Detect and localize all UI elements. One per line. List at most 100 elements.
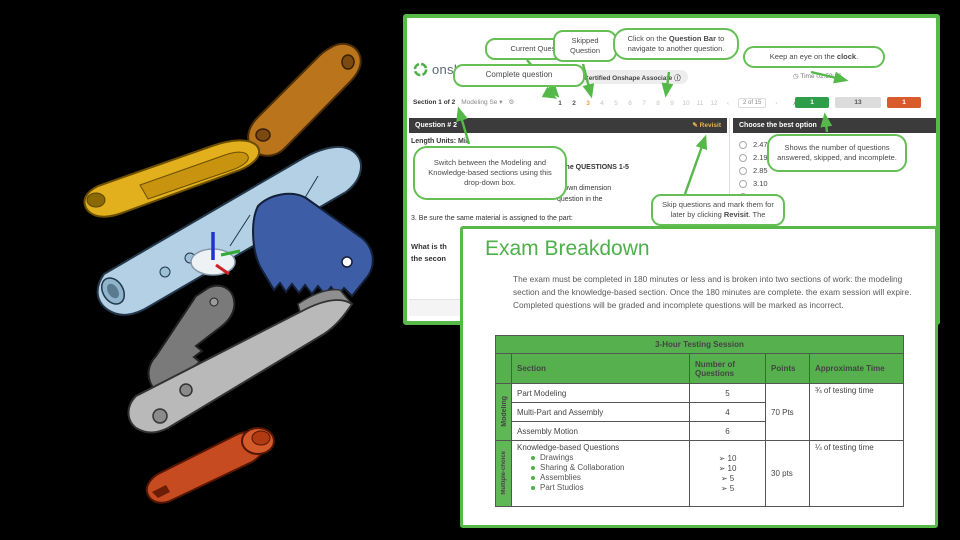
breakdown-title: Exam Breakdown (485, 237, 650, 260)
question-prompt-line-2: the secon (411, 254, 447, 263)
option-row[interactable]: 2.19 (739, 151, 768, 164)
question-number-1[interactable]: 1 (558, 99, 562, 107)
callout-clock: Keep an eye on the clock. (743, 46, 885, 69)
skipped-count-badge[interactable]: 1 (887, 97, 921, 108)
callout-skip-revisit: Skip questions and mark them for later b… (651, 194, 785, 227)
question-number-2[interactable]: 2 (572, 99, 576, 107)
chevron-down-icon: ▾ (499, 99, 503, 106)
question-panel-header: ✎ Revisit Question # 2 (409, 118, 727, 133)
table-row: Modeling Part Modeling 5 70 Pts ¾ of tes… (495, 383, 904, 441)
handle-grip-shell-part (83, 139, 261, 218)
option-row[interactable]: 3.10 (739, 177, 768, 190)
cell-points-modeling: 70 Pts (765, 383, 810, 441)
bullet-item: Sharing & Collaboration (531, 463, 684, 472)
question-number-12[interactable]: 12 (710, 99, 718, 107)
col-header-questions: Number of Questions (689, 353, 766, 384)
question-number-10[interactable]: 10 (682, 99, 690, 107)
exam-screenshot-card: onshape Certified Onshape Associate ⓘ ◷ … (403, 14, 940, 325)
pliers-illustration (83, 42, 374, 504)
radio-icon[interactable] (739, 179, 747, 188)
next-page-button[interactable]: › (775, 99, 778, 107)
cell-questions: 5 (689, 383, 766, 403)
pagination-label: 2 of 15 (738, 98, 767, 108)
cell-points-knowledge: 30 pts (765, 440, 810, 507)
radio-icon[interactable] (739, 140, 747, 149)
question-text-fragment-2: shown dimension (557, 185, 612, 192)
option-row[interactable]: 2.85 (739, 164, 768, 177)
table-row: Multi-Part and Assembly 4 (496, 402, 904, 422)
question-number-9[interactable]: 9 (670, 99, 674, 107)
cell-time-knowledge: ¼ of testing time (809, 440, 904, 507)
callout-section-switch: Switch between the Modeling and Knowledg… (413, 146, 567, 201)
question-number-4[interactable]: 4 (600, 99, 604, 107)
main-handle-part (96, 145, 362, 316)
callout-skipped-question: Skipped Question (553, 30, 617, 63)
bullet-item: Assemblies (531, 473, 684, 482)
question-units-text: Length Units: Mil (411, 138, 468, 145)
question-text-fragment-1: n the QUESTIONS 1-5 (557, 164, 629, 171)
question-number-3-skipped[interactable]: 3 (586, 99, 590, 107)
bullet-icon (531, 475, 535, 480)
table-title: 3-Hour Testing Session (495, 335, 904, 354)
callout-question-counts: Shows the number of questions answered, … (767, 134, 907, 173)
question-number-6[interactable]: 6 (628, 99, 632, 107)
table-row: Multiple-choice Knowledge-based Question… (495, 440, 904, 507)
bullet-item: Part Studios (531, 483, 684, 492)
timer-value: Time 02:59:26 (800, 73, 842, 80)
callout-complete-question: Complete question (453, 64, 585, 87)
group-label-modeling: Modeling (495, 383, 512, 441)
group-label-multiple-choice: Multiple-choice (495, 440, 512, 507)
question-number-title: Question # 2 (415, 122, 458, 129)
onshape-logo-icon (413, 62, 428, 77)
col-header-points: Points (765, 353, 810, 384)
radio-icon[interactable] (739, 153, 747, 162)
question-text-fragment-3: question in the (557, 196, 603, 203)
pivot-pin-part (145, 427, 275, 504)
radio-icon[interactable] (739, 166, 747, 175)
release-lever-part (127, 288, 354, 434)
bullet-icon (531, 485, 535, 490)
question-material-text: 3. Be sure the same material is assigned… (411, 215, 573, 222)
cell-section: Multi-Part and Assembly (511, 402, 690, 422)
cell-questions: 6 (689, 421, 766, 441)
cell-questions: 4 (689, 402, 766, 422)
bullet-icon (531, 465, 535, 470)
cell-knowledge-section: Knowledge-based Questions Drawings Shari… (511, 440, 690, 507)
cell-time-modeling: ¾ of testing time (809, 383, 904, 441)
breakdown-intro: The exam must be completed in 180 minute… (513, 274, 912, 310)
serrated-jaw-part (252, 192, 374, 298)
incomplete-count-badge[interactable]: 13 (835, 97, 881, 108)
cell-section: Part Modeling (511, 383, 690, 403)
question-number-7[interactable]: 7 (642, 99, 646, 107)
cell-knowledge-questions: ➢ 10 ➢ 10 ➢ 5 ➢ 5 (689, 440, 766, 507)
section-label: Section 1 of 2 (413, 98, 456, 106)
prev-page-button[interactable]: ‹ (726, 99, 730, 107)
exam-timer: ◷ Time 02:59:26 (793, 72, 842, 80)
bullet-item: Drawings (531, 453, 684, 462)
gear-icon[interactable]: ⚙ (508, 99, 515, 106)
bullet-icon (531, 455, 535, 460)
col-header-section: Section (511, 353, 690, 384)
origin-triad-icon (190, 232, 241, 276)
question-bar: 1 2 3 4 5 6 7 8 9 10 11 12 ‹ 2 of 15 › A… (553, 98, 801, 108)
table-corner-cell (495, 353, 512, 384)
cell-section: Assembly Motion (511, 421, 690, 441)
section-bar: Section 1 of 2 Modeling Se ▾ ⚙ (413, 98, 515, 107)
option-row[interactable]: 2.47 (739, 138, 768, 151)
info-icon: ⓘ (674, 75, 681, 82)
revisit-button[interactable]: ✎ Revisit (692, 122, 721, 129)
col-header-time: Approximate Time (809, 353, 904, 384)
clock-icon: ◷ (793, 73, 799, 80)
upper-lever-arm-part (247, 42, 362, 157)
question-number-5[interactable]: 5 (614, 99, 618, 107)
question-number-8[interactable]: 8 (656, 99, 660, 107)
certified-associate-badge: Certified Onshape Associate ⓘ (577, 70, 688, 84)
callout-question-bar: Click on the Question Bar to navigate to… (613, 28, 739, 61)
question-number-11[interactable]: 11 (696, 99, 704, 107)
pencil-icon: ✎ (692, 122, 698, 129)
answered-count-badge[interactable]: 1 (795, 97, 829, 108)
exam-breakdown-card: Exam Breakdown The exam must be complete… (460, 226, 938, 528)
section-dropdown[interactable]: Modeling Se ▾ (461, 99, 503, 106)
question-prompt-line-1: What is th (411, 242, 447, 251)
